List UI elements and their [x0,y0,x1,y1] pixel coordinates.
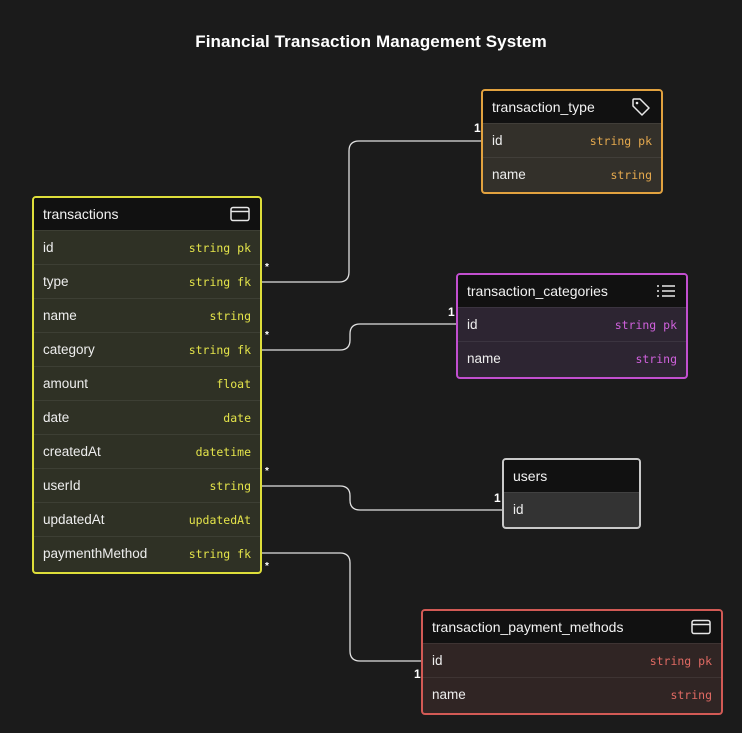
cardinality-one-payment-methods: 1 [414,667,421,681]
entity-name: transactions [43,206,119,222]
entity-users[interactable]: users id [502,458,641,529]
field-row-id[interactable]: id [504,492,639,526]
list-icon [655,280,677,302]
edge-type-to-transaction-type [260,140,483,283]
entity-header: transaction_payment_methods [423,611,721,643]
entity-header: transactions [34,198,260,230]
cardinality-many-userid: * [265,466,269,477]
entity-name: transaction_type [492,99,595,115]
entity-name: transaction_payment_methods [432,619,624,635]
diagram-title: Financial Transaction Management System [195,32,547,51]
cardinality-many-category: * [265,330,269,341]
entity-header: transaction_type [483,91,661,123]
edge-category-to-transaction-categories [260,323,458,351]
card-icon [690,616,712,638]
cardinality-one-transaction-categories: 1 [448,305,455,319]
cardinality-one-users: 1 [494,491,501,505]
entity-name: users [513,468,548,484]
tag-icon [630,96,652,118]
edge-paymentmethod-to-payment-methods [260,552,423,662]
cardinality-one-transaction-type: 1 [474,121,481,135]
entity-name: transaction_categories [467,283,608,299]
card-icon [229,203,251,225]
edge-userid-to-users [260,485,503,511]
entity-header: users [504,460,639,492]
cardinality-many-paymentmethod: * [265,561,269,572]
entity-header: transaction_categories [458,275,686,307]
cardinality-many-type: * [265,262,269,273]
